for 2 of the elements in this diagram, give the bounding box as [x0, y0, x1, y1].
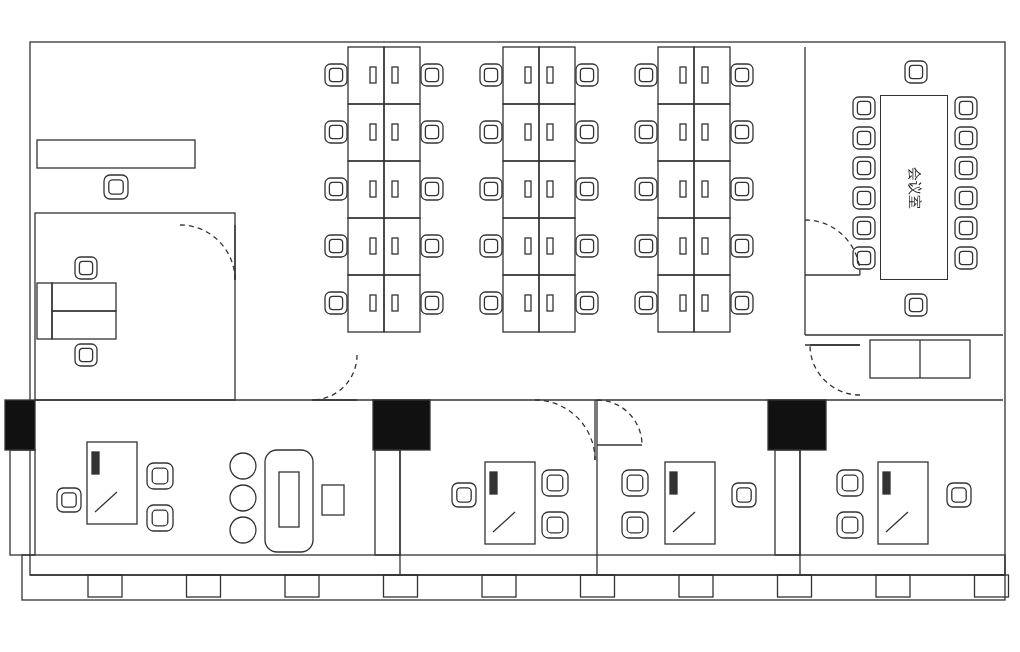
conference-table	[880, 95, 948, 280]
room-label: 会议室	[906, 166, 923, 209]
